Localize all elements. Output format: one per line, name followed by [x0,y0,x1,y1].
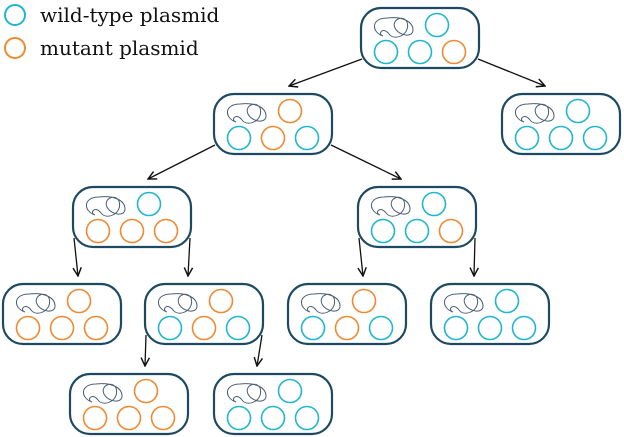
division-arrow [359,237,363,276]
mutant-plasmid [334,315,360,341]
mutant-plasmid [49,315,75,341]
wild-type-plasmid-swatch [4,4,26,26]
wild-type-plasmid [582,125,608,151]
wild-type-plasmid [300,315,326,341]
chromosome [374,17,414,38]
mutant-plasmid [208,288,234,314]
chromosome [301,293,341,314]
division-arrows [74,58,545,366]
wild-type-plasmid [404,218,430,244]
mutant-plasmid [438,218,464,244]
division-arrow [188,237,190,276]
mutant-plasmid [153,218,179,244]
wild-type-plasmid [511,315,537,341]
wild-type-plasmid [407,39,433,65]
legend-item-wild-type: wild-type plasmid [4,0,219,30]
cell-membrane [359,6,481,70]
legend-label-wild-type: wild-type plasmid [40,3,220,27]
wild-type-plasmid [373,39,399,65]
cell [359,6,481,70]
mutant-plasmid [277,98,303,124]
chromosome [227,383,267,404]
cells [1,6,622,436]
cell [1,282,123,346]
wild-type-plasmid [260,405,286,431]
cell-membrane [500,92,622,156]
chromosome [83,383,123,404]
mutant-plasmid [351,288,377,314]
wild-type-plasmid [494,288,520,314]
cell-membrane [356,185,478,249]
cell-membrane [286,282,408,346]
wild-type-plasmid [294,125,320,151]
cell [500,92,622,156]
mutant-plasmid [82,405,108,431]
wild-type-plasmid [294,405,320,431]
chromosome [86,196,126,217]
wild-type-plasmid [157,315,183,341]
wild-type-plasmid [565,98,591,124]
cell [429,282,551,346]
cell [71,185,193,249]
mutant-plasmid [15,315,41,341]
mutant-plasmid [191,315,217,341]
cell [212,92,334,156]
mutant-plasmid [260,125,286,151]
mutant-plasmid [441,39,467,65]
chromosome [158,293,198,314]
cell-membrane [212,92,334,156]
cell-membrane [71,185,193,249]
cell-membrane [68,372,190,436]
cell [68,372,190,436]
division-arrow [145,334,146,366]
legend: wild-type plasmid mutant plasmid [4,0,304,70]
wild-type-plasmid [226,125,252,151]
cell-membrane [143,282,265,346]
wild-type-plasmid [421,191,447,217]
division-arrow [74,237,78,276]
mutant-plasmid [133,378,159,404]
mutant-plasmid [85,218,111,244]
cell [212,372,334,436]
wild-type-plasmid [368,315,394,341]
mutant-plasmid [119,218,145,244]
wild-type-plasmid [514,125,540,151]
wild-type-plasmid [225,315,251,341]
cell-membrane [1,282,123,346]
division-arrow [477,58,545,86]
division-arrow [148,144,216,179]
division-arrow [330,144,401,179]
chromosome [515,103,555,124]
chromosome [371,196,411,217]
cell [143,282,265,346]
cell [356,185,478,249]
legend-item-mutant: mutant plasmid [4,33,199,63]
wild-type-plasmid [424,12,450,38]
mutant-plasmid [116,405,142,431]
wild-type-plasmid [226,405,252,431]
mutant-plasmid [83,315,109,341]
cell-membrane [212,372,334,436]
wild-type-plasmid [477,315,503,341]
cell [286,282,408,346]
wild-type-plasmid [136,191,162,217]
cell-membrane [429,282,551,346]
mutant-plasmid [150,405,176,431]
division-arrow [474,237,475,276]
wild-type-plasmid [370,218,396,244]
chromosome [16,293,56,314]
division-arrow [257,334,262,366]
mutant-plasmid [66,288,92,314]
legend-label-mutant: mutant plasmid [40,36,199,60]
wild-type-plasmid [443,315,469,341]
wild-type-plasmid [548,125,574,151]
mutant-plasmid-swatch [4,37,26,59]
division-arrow [289,58,363,86]
chromosome [444,293,484,314]
wild-type-plasmid [277,378,303,404]
chromosome [227,103,267,124]
